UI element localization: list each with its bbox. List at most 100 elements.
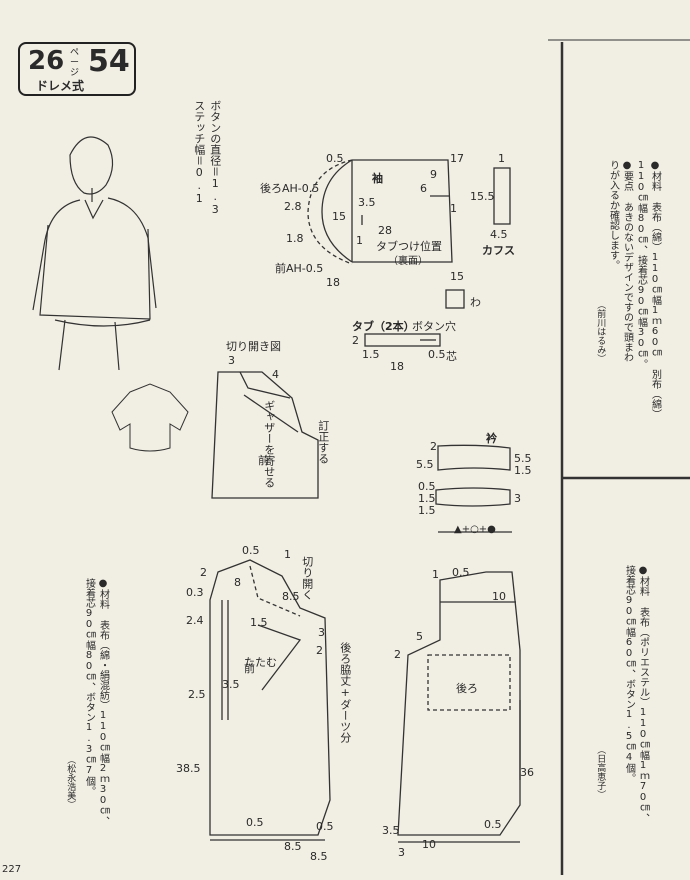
sleeve-n18b: 18 <box>326 276 340 289</box>
materials-left-line2: 接着芯90㎝幅80㎝、ボタン1.3㎝7個。 <box>83 578 95 796</box>
correct-note: 訂正する <box>316 420 330 464</box>
back-n1: 1 <box>432 568 439 581</box>
sleeve-n1b: 1 <box>356 234 363 247</box>
collar-n2: 2 <box>430 440 437 453</box>
sleeve-n15b: 15 <box>450 270 464 283</box>
slash-diagram <box>211 371 319 499</box>
front-n85b: 8.5 <box>284 840 302 853</box>
front-n85a: 8.5 <box>282 590 300 603</box>
back-n5: 5 <box>416 630 423 643</box>
tab-n18: 18 <box>390 360 404 373</box>
tab-position-label: タブつけ位置 <box>376 240 442 253</box>
stitch-width-note: ステッチ幅＝0.1 <box>192 100 206 205</box>
tab-center: 芯 <box>446 350 457 363</box>
front-label: 前 <box>244 662 255 675</box>
sleeve-n15a: 15 <box>332 210 346 223</box>
materials-top-line3: ●要点 あきのないデザインですので頭まわ <box>621 160 633 362</box>
slash-n4: 4 <box>272 368 279 381</box>
back-n10a: 10 <box>492 590 506 603</box>
page-word: ページ <box>70 48 80 78</box>
tab-n05: 0.5 <box>428 348 446 361</box>
tab-fold: わ <box>470 296 481 309</box>
slit-note: 切り開く <box>300 556 314 600</box>
front-n8: 8 <box>234 576 241 589</box>
front-n85c: 8.5 <box>310 850 328 863</box>
materials-bottom-line2: 接着芯90㎝幅60㎝、ボタン1.5㎝4個。 <box>623 565 635 783</box>
materials-top-line1: ●材料 表布（綿）110㎝幅1ｍ60㎝ 別布（綿） <box>649 160 661 419</box>
side-note: 後ろ脇丈+ダーツ分 <box>338 642 352 743</box>
sleeve-n28a: 2.8 <box>284 200 302 213</box>
front-n2: 2 <box>200 566 207 579</box>
front-n03: 0.3 <box>186 586 204 599</box>
collar-n3: 3 <box>514 492 521 505</box>
page-number-left: 26 <box>28 46 65 76</box>
sleeve-n17: 17 <box>450 152 464 165</box>
slash-front-label: 前 <box>258 454 269 467</box>
back-n36: 36 <box>520 766 534 779</box>
front-ah-label: 前AH-0.5 <box>275 262 324 275</box>
front-n24: 2.4 <box>186 614 204 627</box>
materials-top-line2: 110㎝幅80㎝、接着芯90㎝幅30㎝。 <box>635 160 647 369</box>
front-n05c: 0.5 <box>316 820 334 833</box>
sleeve-n35: 3.5 <box>358 196 376 209</box>
back-ah-label: 後ろAH-0.5 <box>260 182 320 195</box>
back-n3: 3 <box>398 846 405 859</box>
sleeve-n05: 0.5 <box>326 152 344 165</box>
tab-n2: 2 <box>352 334 359 347</box>
sleeve-n18a: 1.8 <box>286 232 304 245</box>
collar-n15a: 1.5 <box>514 464 532 477</box>
illustration-woman <box>32 136 157 371</box>
sleeve-n1: 1 <box>450 202 457 215</box>
back-n05: 0.5 <box>452 566 470 579</box>
front-n35: 3.5 <box>222 678 240 691</box>
front-n05b: 0.5 <box>246 816 264 829</box>
cuff-n1: 1 <box>498 152 505 165</box>
front-n2b: 2 <box>316 644 323 657</box>
sleeve-n9: 9 <box>430 168 437 181</box>
tab-title: タブ（2本） <box>352 320 415 333</box>
collar-n55a: 5.5 <box>416 458 434 471</box>
tab-position-sub: （裏面） <box>388 256 428 267</box>
cuff-title: カフス <box>482 244 515 257</box>
front-n1: 1 <box>284 548 291 561</box>
front-n05a: 0.5 <box>242 544 260 557</box>
button-diameter-note: ボタンの直径＝1.3 <box>208 100 222 216</box>
sleeve-n28b: 28 <box>378 224 392 237</box>
back-n35: 3.5 <box>382 824 400 837</box>
slash-title: 切り開き図 <box>226 340 281 353</box>
front-n385: 38.5 <box>176 762 201 775</box>
back-pattern <box>397 571 521 843</box>
back-n05b: 0.5 <box>484 818 502 831</box>
collar-pattern <box>435 444 512 533</box>
collar-n15c: 1.5 <box>418 504 436 517</box>
cuff-pattern <box>493 167 511 225</box>
tab-hole: ボタン穴 <box>412 320 456 333</box>
page-number-footer: 227 <box>2 864 22 875</box>
pattern-style: ドレメ式 <box>36 79 85 93</box>
collar-title: 衿 <box>486 432 497 445</box>
back-label: 後ろ <box>456 682 478 695</box>
back-n10b: 10 <box>422 838 436 851</box>
front-n3: 3 <box>318 626 325 639</box>
materials-top-line4: りが入るか確認します。 <box>607 160 619 270</box>
illustration-back-view <box>111 383 189 452</box>
author-top: （前川はるみ） <box>595 300 606 363</box>
author-bottom: （日高恵子） <box>595 745 606 799</box>
front-n15: 1.5 <box>250 616 268 629</box>
cuff-n45: 4.5 <box>490 228 508 241</box>
materials-bottom-line1: ●材料 表布（ポリエステル）110㎝幅1ｍ70㎝、 <box>637 565 649 823</box>
sleeve-title: 袖 <box>372 172 383 185</box>
sleeve-pattern <box>307 159 453 265</box>
collar-marks: ▲+○+● <box>454 524 496 535</box>
front-n25: 2.5 <box>188 688 206 701</box>
slash-n3: 3 <box>228 354 235 367</box>
sleeve-n6: 6 <box>420 182 427 195</box>
gather-note: ギャザーを寄せる <box>262 400 276 488</box>
collar-n15b: 1.5 <box>418 492 436 505</box>
cuff-n155: 15.5 <box>470 190 495 203</box>
materials-left-line1: ●材料 表布（綿・絹混紡）110㎝幅2ｍ30㎝、 <box>97 578 109 826</box>
author-left: （松永浩美） <box>65 755 76 809</box>
collar-n05: 0.5 <box>418 480 436 493</box>
back-n2: 2 <box>394 648 401 661</box>
